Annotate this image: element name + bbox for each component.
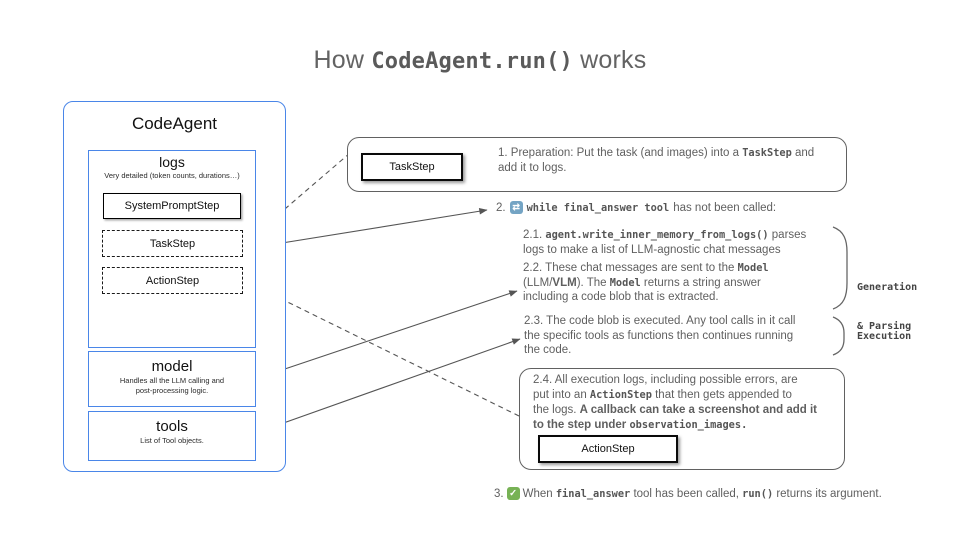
title-prefix: How — [313, 46, 372, 74]
tools-box: tools List of Tool objects. — [88, 411, 256, 461]
arrow-dashed-box24-to-actionstep — [250, 283, 520, 417]
loop-arrows-icon: ⇄ — [509, 201, 523, 214]
logs-title: logs — [159, 154, 185, 170]
title-code: CodeAgent.run() — [371, 49, 573, 74]
step24-box: 2.4. All execution logs, including possi… — [519, 368, 845, 470]
step2-line: 2. ⇄ while final_answer tool has not bee… — [496, 201, 776, 214]
taskstep-flow-box: TaskStep — [361, 153, 463, 181]
step1-box: TaskStep 1. Preparation: Put the task (a… — [347, 137, 847, 192]
model-subtitle: Handles all the LLM calling and post-pro… — [119, 376, 225, 395]
step2-number: 2. — [496, 201, 506, 214]
arrow-logs-to-step2 — [256, 207, 488, 248]
bracket-execution — [832, 316, 845, 356]
step3-number: 3. — [494, 487, 504, 500]
step3-line: 3. ✓ When final_answer tool has been cal… — [494, 487, 882, 500]
step24-text: 2.4. All execution logs, including possi… — [533, 374, 818, 431]
logs-box: logs Very detailed (token counts, durati… — [88, 150, 256, 348]
step21-text: 2.1. agent.write_inner_memory_from_logs(… — [523, 229, 807, 256]
model-box: model Handles all the LLM calling and po… — [88, 351, 256, 407]
step23-text: 2.3. The code blob is executed. Any tool… — [524, 315, 796, 356]
check-mark-icon: ✓ — [506, 487, 520, 500]
execution-label: Execution — [857, 331, 912, 342]
step3-text: When final_answer tool has been called, … — [522, 487, 882, 500]
generation-parsing-label: Generation & Parsing — [857, 282, 918, 332]
page-title: How CodeAgent.run() works — [0, 46, 960, 75]
logs-subtitle: Very detailed (token counts, durations…) — [104, 171, 240, 180]
bracket-generation-parsing — [832, 226, 848, 310]
taskstep-logs-box: TaskStep — [102, 230, 243, 257]
step2-rest: has not been called: — [673, 201, 777, 214]
actionstep-logs-box: ActionStep — [102, 267, 243, 294]
systemprompt-step-box: SystemPromptStep — [103, 193, 241, 219]
model-title: model — [151, 358, 193, 375]
arrow-tools-step23 — [260, 338, 521, 432]
actionstep-flow-box: ActionStep — [538, 435, 678, 463]
step22-text: 2.2. These chat messages are sent to the… — [523, 262, 769, 303]
title-suffix: works — [573, 46, 647, 74]
step1-text: 1. Preparation: Put the task (and images… — [498, 147, 815, 174]
codeagent-panel: CodeAgent logs Very detailed (token coun… — [63, 101, 286, 472]
tools-title: tools — [156, 418, 188, 435]
codeagent-panel-title: CodeAgent — [131, 114, 218, 133]
arrow-model-step22 — [260, 290, 518, 378]
tools-subtitle: List of Tool objects. — [140, 436, 204, 445]
step2-code: while final_answer tool — [526, 201, 670, 214]
